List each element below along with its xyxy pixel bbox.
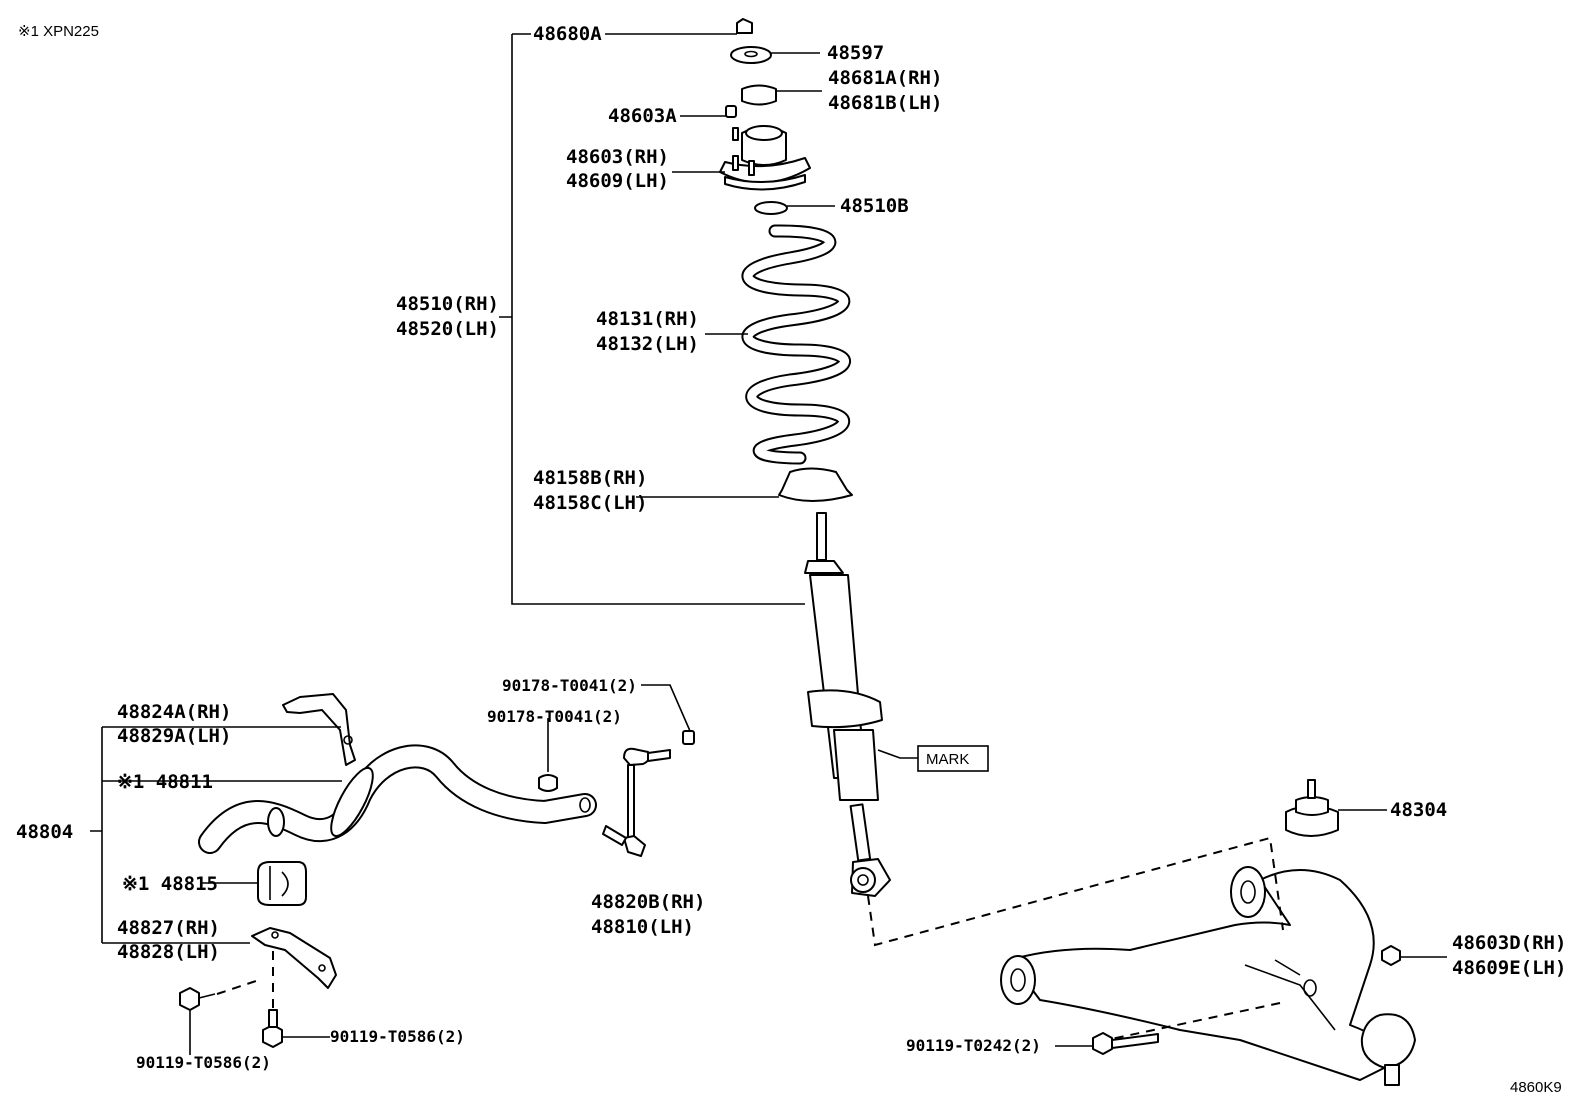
insulator-48158b[interactable] [636,467,853,502]
nut-48603d[interactable] [1381,945,1447,966]
label-48810: 48810(LH) [591,916,694,938]
label-48681a: 48681A(RH) [828,67,942,89]
label-90178-b: 90178-T0041(2) [487,707,622,726]
label-90119-b: 90119-T0586(2) [136,1053,271,1072]
label-48603d: 48603D(RH) [1452,932,1566,954]
label-90178-a: 90178-T0041(2) [502,676,637,695]
label-48609: 48609(LH) [566,170,669,192]
shock-absorber[interactable] [804,512,891,897]
label-48603: 48603(RH) [566,146,669,168]
bolt-90119-a[interactable] [179,978,263,1055]
nut-48603a[interactable] [680,105,737,118]
label-48829a: 48829A(LH) [117,725,231,747]
bracket-48824a[interactable] [282,693,356,766]
label-48158b: 48158B(RH) [533,467,647,489]
label-90119-a: 90119-T0586(2) [330,1027,465,1046]
label-48820b: 48820B(RH) [591,891,705,913]
label-48824a: 48824A(RH) [117,701,231,723]
label-48681b: 48681B(LH) [828,92,942,114]
label-48680a: 48680A [533,23,602,45]
bushing-90178-lower[interactable] [538,718,558,792]
bumper-48304[interactable] [1285,779,1387,837]
label-48815: ※1 48815 [122,873,218,895]
bushing-48815[interactable] [202,861,307,906]
nut-48680a[interactable] [605,18,753,35]
washer-48597[interactable] [730,46,820,64]
stabilizer-bar-48811[interactable] [198,744,597,854]
label-48804: 48804 [16,821,73,843]
bracket-48827[interactable] [251,927,337,989]
label-90119-c: 90119-T0242(2) [906,1036,1041,1055]
coil-spring-48131[interactable] [705,224,851,465]
lower-arm[interactable] [1000,866,1416,1086]
bolt-90119-b[interactable] [262,948,330,1048]
bolt-90119-t0242[interactable] [1055,1032,1159,1055]
stabilizer-link-48820b[interactable] [602,747,671,857]
nut-90178-upper[interactable] [641,684,695,745]
assembly-dash [867,836,1284,947]
label-48131: 48131(RH) [596,308,699,330]
mark-callout: MARK [877,745,989,772]
label-48132: 48132(LH) [596,333,699,355]
strut-bracket [499,33,805,605]
label-48520: 48520(LH) [396,318,499,340]
cushion-48681a[interactable] [741,84,822,106]
label-48597: 48597 [827,42,884,64]
stabilizer-bracket [90,726,342,944]
support-48603[interactable] [672,125,811,191]
mark-label: MARK [926,751,969,768]
label-48304: 48304 [1390,799,1447,821]
figure-code: 4860K9 [1510,1079,1562,1096]
label-48510b: 48510B [840,195,909,217]
note-text: ※1 XPN225 [18,23,99,40]
label-48510: 48510(RH) [396,293,499,315]
label-48158c: 48158C(LH) [533,492,647,514]
label-48609e: 48609E(LH) [1452,957,1566,979]
label-48603a: 48603A [608,105,677,127]
label-48811: ※1 48811 [117,771,213,793]
label-48827: 48827(RH) [117,917,220,939]
label-48828: 48828(LH) [117,941,220,963]
insulator-48510b[interactable] [754,201,835,215]
